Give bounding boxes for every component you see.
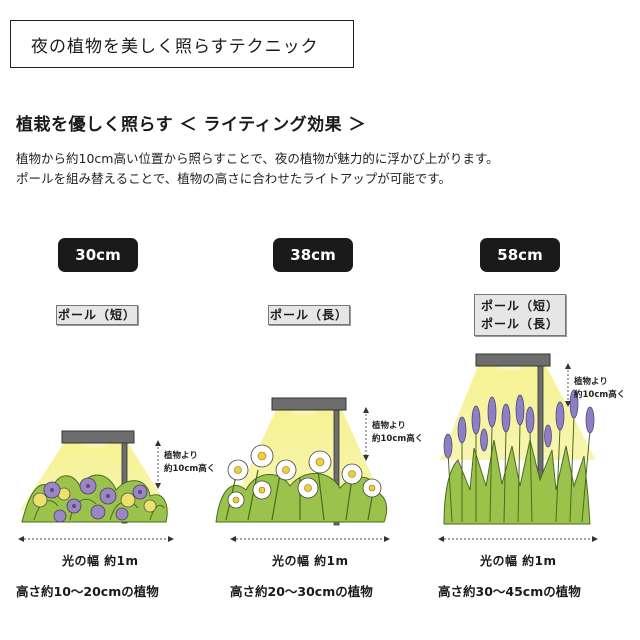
size-badge-58: 58cm xyxy=(480,238,560,272)
panel-58cm: 植物より 約10cm高く xyxy=(438,353,625,542)
panel-38cm: 植物より 約10cm高く xyxy=(215,397,423,542)
description-line-1: 植物から約10cm高い位置から照らすことで、夜の植物が魅力的に浮かび上がります。 xyxy=(16,151,499,166)
section-title: 植栽を優しく照らす ＜ ライティング効果 ＞ xyxy=(16,115,367,135)
beam-width-label: 光の幅 約1m xyxy=(480,554,557,568)
plant-height-label: 高さ約10〜20cmの植物 xyxy=(16,584,159,599)
plant-height-label: 高さ約20〜30cmの植物 xyxy=(230,584,373,599)
lavender-icon xyxy=(443,389,595,525)
pole-tag-short-long: ポール（短） ポール（長） xyxy=(474,294,566,336)
plant-height-label: 高さ約30〜45cmの植物 xyxy=(438,584,581,599)
pansy-icon xyxy=(21,474,168,523)
size-badge-30: 30cm xyxy=(58,238,138,272)
pole-tag-label: ポール（長） xyxy=(480,317,559,331)
beam-width-label: 光の幅 約1m xyxy=(62,554,139,568)
height-note: 約10cm高く xyxy=(164,463,215,474)
pole-tag-label: ポール（長） xyxy=(269,308,348,322)
pole-tag-label: ポール（短） xyxy=(57,308,136,322)
pole-tag-label: ポール（短） xyxy=(480,299,559,313)
beam-width-label: 光の幅 約1m xyxy=(272,554,349,568)
height-note: 植物より xyxy=(573,376,608,387)
height-note: 約10cm高く xyxy=(574,389,625,400)
height-note: 植物より xyxy=(371,420,406,431)
panel-30cm: 植物より 約10cm高く xyxy=(18,430,215,542)
height-note: 植物より xyxy=(163,450,198,461)
height-note: 約10cm高く xyxy=(372,433,423,444)
daisy-icon xyxy=(215,444,388,523)
pole-tag-short: ポール（短） xyxy=(56,305,138,325)
description-line-2: ポールを組み替えることで、植物の高さに合わせたライトアップが可能です。 xyxy=(16,171,452,186)
size-badge-38: 38cm xyxy=(273,238,353,272)
pole-tag-long: ポール（長） xyxy=(268,305,350,325)
garden-light-icon xyxy=(271,397,347,526)
page-title: 夜の植物を美しく照らすテクニック xyxy=(10,20,354,68)
